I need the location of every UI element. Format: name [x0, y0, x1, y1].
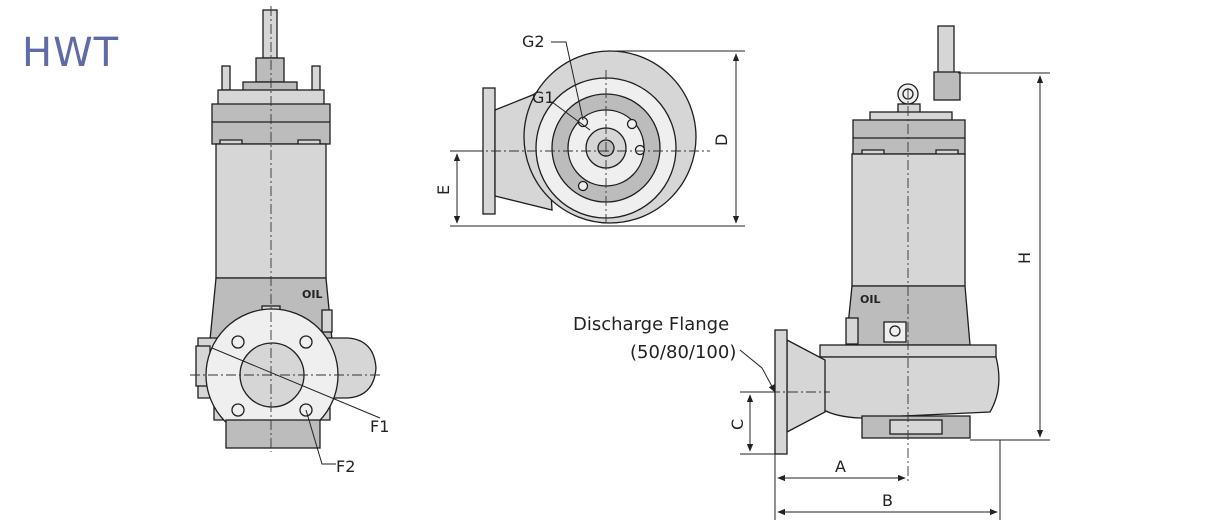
side-view: OIL Discharge Flange (50/80/100) [573, 25, 1050, 520]
f2-label: F2 [336, 457, 355, 476]
g2-label: G2 [522, 32, 545, 51]
d-dim-label: D [712, 134, 731, 146]
f1-label: F1 [370, 417, 389, 436]
a-dim-label: A [835, 457, 846, 476]
top-view: G2 G1 D E [434, 32, 745, 227]
model-title: HWT [22, 30, 120, 76]
discharge-flange-sizes: (50/80/100) [630, 342, 736, 363]
c-dim-label: C [728, 419, 747, 430]
e-dim-label: E [434, 185, 453, 195]
side-oil-label: OIL [860, 293, 880, 306]
b-dim-label: B [882, 491, 893, 510]
h-dim-label: H [1015, 252, 1034, 264]
front-view: OIL F1 F2 [190, 6, 389, 476]
g1-label: G1 [532, 88, 555, 107]
front-oil-label: OIL [302, 288, 322, 301]
discharge-flange-label: Discharge Flange [573, 314, 729, 335]
